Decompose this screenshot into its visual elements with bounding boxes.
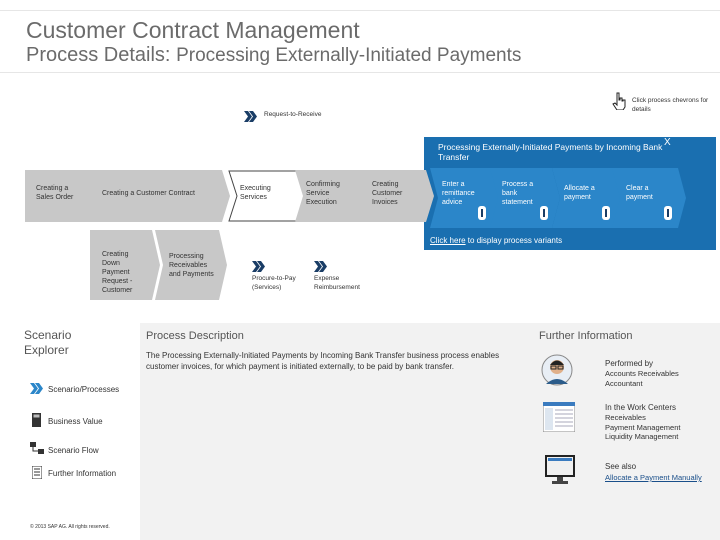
hand-pointer-icon <box>612 92 626 110</box>
step-process-bank-statement[interactable]: Process a bank statement <box>490 168 560 228</box>
allocate-payment-manually-link[interactable]: Allocate a Payment Manually <box>605 473 702 482</box>
top-divider <box>0 10 720 11</box>
step-label: Processing Receivables and Payments <box>169 253 214 278</box>
step-enter-remittance-advice[interactable]: Enter a remittance advice <box>430 168 500 228</box>
panel-title: Processing Externally-Initiated Payments… <box>438 142 663 162</box>
subtitle-rest: Processing Externally-Initiated Payments <box>176 45 522 66</box>
scenario-explorer-title: Scenario Explorer <box>24 328 72 357</box>
step-creating-customer-contract[interactable]: Creating a Customer Contract <box>90 170 230 222</box>
page-title: Customer Contract Management <box>26 17 360 43</box>
calculator-icon[interactable] <box>32 413 41 427</box>
performed-by-label: Performed by <box>605 359 654 368</box>
chevron-shape <box>90 170 230 222</box>
work-center-payment-management: Payment Management <box>605 422 681 432</box>
close-button[interactable]: X <box>664 137 671 148</box>
further-information-item[interactable]: Further Information <box>48 469 117 478</box>
info-icon[interactable] <box>602 206 610 220</box>
info-icon[interactable] <box>540 206 548 220</box>
step-label: Creating Down Payment Request - Customer <box>102 251 133 294</box>
process-description-title: Process Description <box>146 330 244 342</box>
step-label: Process a bank statement <box>502 181 534 206</box>
step-label: Confirming Service Execution <box>306 181 340 206</box>
accountant-avatar-icon <box>541 354 573 386</box>
see-also-label: See also <box>605 462 637 471</box>
info-icon[interactable] <box>478 206 486 220</box>
request-to-receive-label[interactable]: Request-to-Receive <box>264 111 322 118</box>
document-icon[interactable] <box>32 466 42 479</box>
scenario-processes-icon[interactable] <box>30 383 43 394</box>
variant-link-rest: to display process variants <box>465 236 563 245</box>
chevron-shape <box>90 230 160 300</box>
process-variants-link[interactable]: Click here to display process variants <box>430 236 562 245</box>
step-label: Creating a Customer Contract <box>102 190 195 197</box>
step-confirming-service-execution[interactable]: Confirming Service Execution <box>295 170 375 222</box>
copyright: © 2013 SAP AG. All rights reserved. <box>30 524 110 530</box>
step-label: Creating a Sales Order <box>36 185 74 201</box>
subtitle-prefix: Process Details: <box>26 44 171 66</box>
step-creating-sales-order[interactable]: Creating a Sales Order <box>25 170 105 222</box>
work-center-screen-icon <box>543 402 575 432</box>
step-clear-payment[interactable]: Clear a payment <box>612 168 686 228</box>
step-label: Allocate a payment <box>564 185 595 201</box>
chevron-shape <box>25 170 105 222</box>
chevron-shape <box>295 170 375 222</box>
scenario-processes-item[interactable]: Scenario/Processes <box>48 385 120 394</box>
expense-reimbursement-label[interactable]: Expense Reimbursement <box>314 275 360 291</box>
expense-reimbursement-icon[interactable] <box>314 261 327 272</box>
procure-to-pay-icon[interactable] <box>252 261 265 272</box>
step-label: Executing Services <box>240 185 271 201</box>
step-down-payment-request[interactable]: Creating Down Payment Request - Customer <box>90 230 160 300</box>
step-label: Creating Customer Invoices <box>372 181 403 206</box>
step-label: Clear a payment <box>626 185 653 201</box>
scenario-flow-item[interactable]: Scenario Flow <box>48 446 99 455</box>
work-center-liquidity-management: Liquidity Management <box>605 432 679 441</box>
performed-by-value: Accounts Receivables Accountant <box>605 369 679 388</box>
flow-icon[interactable] <box>30 442 44 454</box>
monitor-icon <box>545 455 575 484</box>
process-description-text: The Processing Externally-Initiated Paym… <box>146 351 500 371</box>
request-to-receive-icon[interactable] <box>244 111 257 122</box>
step-allocate-payment[interactable]: Allocate a payment <box>552 168 622 228</box>
click-hint: Click process chevrons for details <box>632 97 709 113</box>
chevron-shape <box>155 230 227 300</box>
further-information-title: Further Information <box>539 330 633 342</box>
procure-to-pay-label[interactable]: Procure-to-Pay (Services) <box>252 275 296 291</box>
header-divider <box>0 72 720 73</box>
scenario-explorer-sidebar <box>0 323 140 540</box>
click-here-link[interactable]: Click here <box>430 236 466 245</box>
step-label: Enter a remittance advice <box>442 181 475 206</box>
info-icon[interactable] <box>664 206 672 220</box>
step-processing-receivables[interactable]: Processing Receivables and Payments <box>155 230 227 300</box>
step-creating-customer-invoices[interactable]: Creating Customer Invoices <box>362 170 434 222</box>
work-center-receivables: Receivables <box>605 413 646 422</box>
chevron-shape <box>362 170 434 222</box>
business-value-item[interactable]: Business Value <box>48 417 103 426</box>
page-subtitle: Process Details: Processing Externally-I… <box>26 44 521 67</box>
work-centers-label: In the Work Centers <box>605 403 676 412</box>
